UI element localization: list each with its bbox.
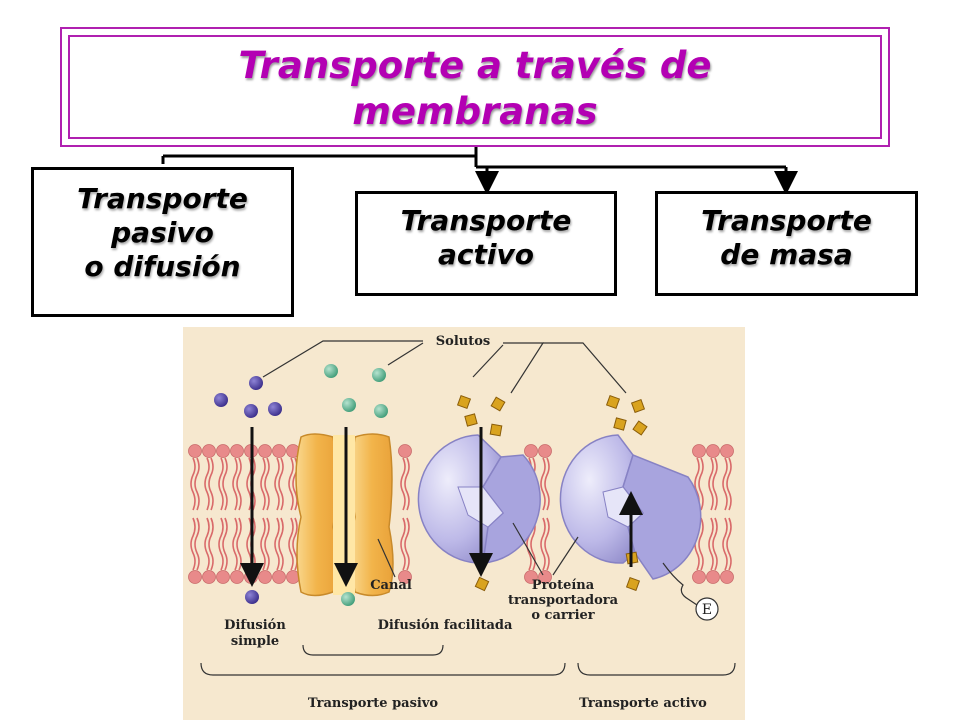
lipid-tail <box>274 517 284 571</box>
channel-protein <box>295 433 394 597</box>
active-bracket-label: Transporte activo <box>579 696 707 711</box>
lipid-head <box>258 570 272 584</box>
lipid-head <box>188 444 202 458</box>
lipid-head <box>272 570 286 584</box>
lipid-tail <box>540 457 550 511</box>
lipid-head <box>398 444 412 458</box>
lipid-tail <box>722 517 732 571</box>
title-box: Transporte a través de membranas <box>60 27 890 147</box>
lipid-head <box>216 444 230 458</box>
membrane-transport-figure: E Solutos Difusión simple Canal Difusión… <box>183 327 745 720</box>
lipid-tail <box>540 517 550 571</box>
lipid-tail <box>260 457 270 511</box>
lipid-tail <box>232 517 242 571</box>
lipid-tail <box>204 457 214 511</box>
title-line-1: Transporte a través de <box>238 44 712 87</box>
category-label: pasivo <box>111 216 214 249</box>
solutes-label: Solutos <box>436 334 490 349</box>
energy-label: E <box>702 602 712 618</box>
canal-label: Canal <box>370 578 412 593</box>
carrier-label-2: transportadora <box>508 593 619 608</box>
lipid-tail <box>232 457 242 511</box>
lipid-tail <box>218 517 228 571</box>
lipid-head <box>524 570 538 584</box>
category-box-masa: Transporte de masa <box>655 191 918 296</box>
lipid-head <box>692 570 706 584</box>
simple-diffusion-label-2: simple <box>231 634 279 649</box>
lipid-tail <box>400 457 410 511</box>
title-line-2: membranas <box>352 90 598 133</box>
gold-solutes <box>456 394 648 592</box>
lipid-tail <box>204 517 214 571</box>
lipid-head <box>706 570 720 584</box>
lipid-head <box>398 570 412 584</box>
category-label: de masa <box>720 238 853 271</box>
energy-circle <box>695 597 719 621</box>
lipid-head <box>258 444 272 458</box>
green-solutes <box>324 364 388 606</box>
category-label: Transporte <box>701 204 872 237</box>
lipid-tail <box>400 517 410 571</box>
purple-solutes <box>214 376 282 604</box>
lipid-head <box>230 570 244 584</box>
lipid-head <box>538 444 552 458</box>
leader-lines <box>262 340 698 606</box>
lipid-head <box>202 570 216 584</box>
lipid-tail <box>274 457 284 511</box>
lipid-head <box>272 444 286 458</box>
lipid-head <box>692 444 706 458</box>
lipid-head <box>230 444 244 458</box>
lipid-tail <box>260 517 270 571</box>
category-label: Transporte <box>400 204 572 237</box>
lipid-head <box>188 570 202 584</box>
lipid-head <box>202 444 216 458</box>
category-box-pasivo: Transporte pasivo o difusión <box>31 167 294 317</box>
category-box-activo: Transporte activo <box>355 191 617 296</box>
category-label: o difusión <box>84 250 241 283</box>
lipid-head <box>706 444 720 458</box>
title-box-inner-border <box>68 35 882 139</box>
connector-lines <box>161 147 798 195</box>
lipid-head <box>720 444 734 458</box>
brackets <box>200 644 736 676</box>
passive-bracket-label: Transporte pasivo <box>308 696 439 711</box>
lipid-tail <box>190 457 200 511</box>
lipid-head <box>524 444 538 458</box>
carrier-label-3: o carrier <box>531 608 594 623</box>
category-label: Transporte <box>77 182 248 215</box>
carrier-protein-2 <box>559 434 702 580</box>
lipid-tail <box>708 457 718 511</box>
lipid-tail <box>190 517 200 571</box>
lipid-tail <box>218 457 228 511</box>
lipid-head <box>720 570 734 584</box>
lipid-head <box>216 570 230 584</box>
carrier-label-1: Proteína <box>532 578 595 593</box>
page-title: Transporte a través de membranas <box>62 43 888 135</box>
facilitated-diffusion-label: Difusión facilitada <box>378 618 513 633</box>
lipid-bottom-row <box>188 517 734 584</box>
lipid-tail <box>708 517 718 571</box>
simple-diffusion-label-1: Difusión <box>224 618 286 633</box>
lipid-tail <box>722 457 732 511</box>
lipid-bilayer <box>188 444 734 584</box>
category-label: activo <box>438 238 534 271</box>
